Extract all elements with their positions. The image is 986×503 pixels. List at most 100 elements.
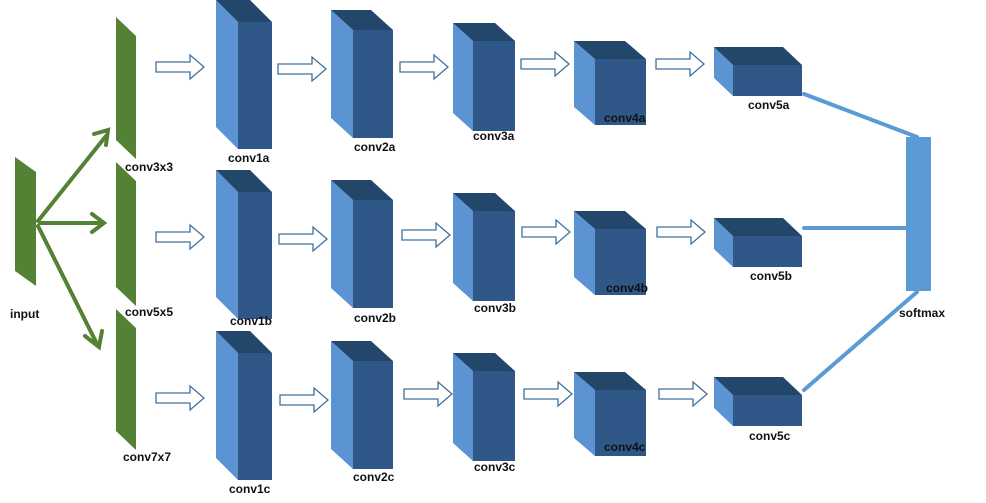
cube-conv2c — [331, 341, 393, 469]
conv5x5-block — [116, 162, 136, 306]
cube-conv3a — [453, 23, 515, 131]
conv1a-label: conv1a — [228, 151, 270, 165]
cube-front-face — [473, 41, 515, 131]
cube-side-face — [216, 170, 238, 319]
cube-side-face — [714, 47, 733, 96]
cube-front-face — [595, 229, 646, 295]
cube-side-face — [453, 353, 473, 461]
block-arrow-c5 — [658, 380, 708, 408]
conv1b-label: conv1b — [230, 314, 272, 328]
cube-conv4c — [574, 372, 646, 456]
conv3c-label: conv3c — [474, 460, 516, 474]
cube-conv3c — [453, 353, 515, 461]
input-block — [15, 157, 36, 286]
conv4b-label: conv4b — [606, 281, 648, 295]
block-arrow-a2 — [277, 55, 327, 83]
cube-front-face — [353, 30, 393, 138]
block-arrow-c1 — [155, 384, 205, 412]
cube-side-face — [331, 10, 353, 138]
block-arrow-a5 — [655, 50, 705, 78]
cube-top-face — [714, 377, 802, 395]
cube-side-face — [574, 372, 595, 456]
block-arrow-c3 — [403, 380, 453, 408]
cube-front-face — [238, 353, 272, 480]
cube-top-face — [453, 353, 515, 371]
conv4c-label: conv4c — [604, 440, 646, 454]
conv-labels: conv1a conv2a conv3a conv4a conv5a conv1… — [228, 98, 792, 496]
cube-conv4a — [574, 41, 646, 125]
cube-top-face — [216, 170, 272, 192]
cube-side-face — [453, 23, 473, 131]
block-arrow-c2 — [279, 386, 329, 414]
conv4a-label: conv4a — [604, 111, 646, 125]
block-arrow-a3 — [399, 53, 449, 81]
cube-top-face — [453, 193, 515, 211]
block-arrow-b2 — [278, 225, 328, 253]
softmax-connectors — [802, 92, 919, 392]
cube-side-face — [331, 180, 353, 308]
block-arrow-c4 — [523, 380, 573, 408]
cube-conv4b — [574, 211, 646, 295]
cube-top-face — [574, 211, 646, 229]
conv7x7-label: conv7x7 — [123, 450, 171, 464]
softmax-block — [906, 137, 931, 291]
conv7x7-block — [116, 309, 136, 450]
cube-top-face — [331, 341, 393, 361]
conv3b-label: conv3b — [474, 301, 516, 315]
cube-conv5a — [714, 47, 802, 96]
conv5a-label: conv5a — [748, 98, 790, 112]
block-arrow-a1 — [155, 53, 205, 81]
cube-side-face — [216, 0, 238, 149]
block-arrow-b5 — [656, 218, 706, 246]
cube-front-face — [595, 59, 646, 125]
conv-cubes — [216, 0, 802, 480]
block-arrow-b1 — [155, 223, 205, 251]
block-arrows — [155, 50, 708, 414]
block-arrow-a4 — [520, 50, 570, 78]
cube-conv2a — [331, 10, 393, 138]
block-arrow-b4 — [521, 218, 571, 246]
cube-top-face — [216, 0, 272, 22]
cube-side-face — [331, 341, 353, 469]
cube-top-face — [714, 47, 802, 65]
cube-top-face — [331, 180, 393, 200]
conv2b-label: conv2b — [354, 311, 396, 325]
cube-front-face — [473, 371, 515, 461]
cube-front-face — [353, 361, 393, 469]
conv3x3-block — [116, 17, 136, 159]
cube-front-face — [353, 200, 393, 308]
conv5b-label: conv5b — [750, 269, 792, 283]
cube-top-face — [331, 10, 393, 30]
cube-front-face — [595, 390, 646, 456]
conv1c-label: conv1c — [229, 482, 271, 496]
cube-side-face — [574, 41, 595, 125]
cube-front-face — [238, 192, 272, 319]
cube-top-face — [453, 23, 515, 41]
conv3a-label: conv3a — [473, 129, 515, 143]
input-label: input — [10, 307, 39, 321]
cube-top-face — [574, 41, 646, 59]
conv5c-label: conv5c — [749, 429, 791, 443]
conv2a-label: conv2a — [354, 140, 396, 154]
cube-front-face — [733, 236, 802, 267]
cube-front-face — [238, 22, 272, 149]
cube-conv1b — [216, 170, 272, 319]
cube-side-face — [453, 193, 473, 301]
cube-conv1c — [216, 331, 272, 480]
softmax-label: softmax — [899, 306, 945, 320]
cube-front-face — [733, 395, 802, 426]
conv3x3-label: conv3x3 — [125, 160, 173, 174]
cube-top-face — [574, 372, 646, 390]
cube-side-face — [714, 218, 733, 267]
cube-side-face — [714, 377, 733, 426]
cube-side-face — [216, 331, 238, 480]
cube-conv1a — [216, 0, 272, 149]
cube-front-face — [473, 211, 515, 301]
cube-top-face — [714, 218, 802, 236]
cube-conv3b — [453, 193, 515, 301]
conv5x5-label: conv5x5 — [125, 305, 173, 319]
conv2c-label: conv2c — [353, 470, 395, 484]
cube-side-face — [574, 211, 595, 295]
cube-conv2b — [331, 180, 393, 308]
